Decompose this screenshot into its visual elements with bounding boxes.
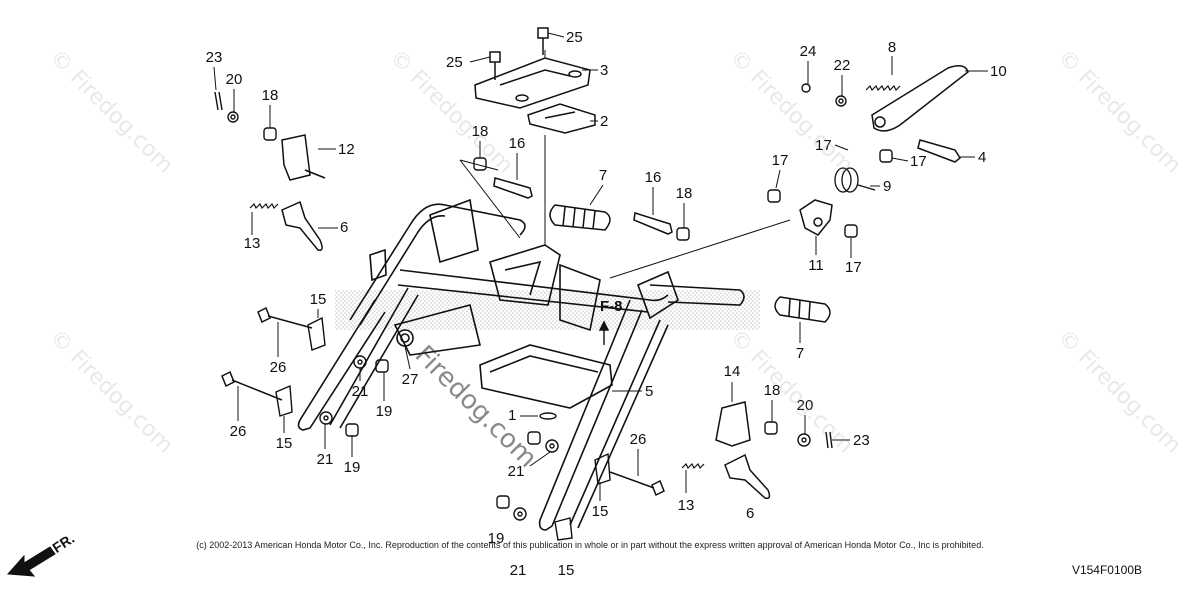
callout-c18c: 18 — [676, 185, 693, 202]
leader-c23a — [213, 66, 217, 91]
callout-c13b: 13 — [678, 497, 695, 514]
callout-labels: 1234566778910111213131415151515161617171… — [206, 29, 1007, 579]
callout-c26b: 26 — [230, 423, 247, 440]
callout-c17a: 17 — [772, 152, 789, 169]
callout-c15b: 15 — [276, 435, 293, 452]
callout-c19c: 19 — [488, 530, 505, 547]
callout-c22: 22 — [834, 57, 851, 74]
callout-c21b: 21 — [317, 451, 334, 468]
figure-code: V154F0100B — [1071, 563, 1142, 577]
callout-c17c: 17 — [910, 153, 927, 170]
spring-9 — [834, 167, 876, 193]
callout-c23a: 23 — [206, 49, 223, 66]
callout-c25b: 25 — [446, 54, 463, 71]
leader-c17b — [834, 144, 849, 151]
callout-c11: 11 — [808, 257, 824, 274]
section-arrow — [598, 320, 610, 345]
copyright-notice: (c) 2002-2013 American Honda Motor Co., … — [196, 540, 984, 550]
callout-c17d: 17 — [845, 259, 862, 276]
callout-c15a: 15 — [310, 291, 327, 308]
bracket-14 — [715, 401, 751, 447]
callout-c25a: 25 — [566, 29, 583, 46]
lever-10 — [871, 65, 969, 132]
callout-c3: 3 — [600, 62, 608, 79]
callout-c1: 1 — [508, 407, 516, 424]
leader-c17c — [891, 157, 909, 162]
callout-c12: 12 — [338, 141, 355, 158]
grip-7-left — [549, 204, 611, 231]
callout-c26c: 26 — [630, 431, 647, 448]
hardware-washers-nuts — [214, 83, 893, 521]
reference-lines — [459, 50, 791, 279]
callout-c26a: 26 — [270, 359, 287, 376]
callout-c9: 9 — [883, 178, 891, 195]
spring-13 — [249, 202, 705, 470]
callout-c21a: 21 — [352, 383, 369, 400]
bolt-26 — [221, 306, 665, 497]
callout-c14: 14 — [724, 363, 741, 380]
pin-4 — [917, 139, 961, 163]
callout-c18d: 18 — [764, 382, 781, 399]
callout-c27: 27 — [402, 371, 419, 388]
callout-c21c: 21 — [508, 463, 525, 480]
callout-c21d: 21 — [510, 562, 527, 579]
callout-c20b: 20 — [797, 397, 814, 414]
callout-c23b: 23 — [853, 432, 870, 449]
callout-c16b: 16 — [645, 169, 662, 186]
callout-c17b: 17 — [815, 137, 832, 154]
callout-c2: 2 — [600, 113, 608, 130]
leader-c17a — [775, 169, 781, 189]
callout-c6a: 6 — [340, 219, 348, 236]
callout-c18a: 18 — [262, 87, 279, 104]
leader-c21c — [529, 451, 551, 467]
bolt-16 — [493, 177, 673, 235]
callout-c8: 8 — [888, 39, 896, 56]
lever-11 — [799, 199, 833, 236]
callout-leaders — [213, 32, 988, 501]
bracket-12 — [281, 134, 326, 181]
callout-c15c: 15 — [592, 503, 609, 520]
callout-c19a: 19 — [376, 403, 393, 420]
callout-c4: 4 — [978, 149, 986, 166]
callout-c15d: 15 — [558, 562, 575, 579]
callout-c5: 5 — [645, 383, 653, 400]
leader-c25b — [469, 56, 491, 63]
callout-c19b: 19 — [344, 459, 361, 476]
lever-6-left — [281, 200, 323, 252]
leader-c7a — [589, 184, 604, 206]
callout-c6b: 6 — [746, 505, 754, 522]
callout-c20a: 20 — [226, 71, 243, 88]
callout-c10: 10 — [990, 63, 1007, 80]
callout-c7a: 7 — [599, 167, 607, 184]
front-arrow-icon — [6, 546, 56, 577]
callout-c18b: 18 — [472, 123, 489, 140]
leader-c27 — [404, 345, 411, 370]
callout-c7b: 7 — [796, 345, 804, 362]
callout-c24: 24 — [800, 43, 817, 60]
callout-c13a: 13 — [244, 235, 261, 252]
spring-8 — [865, 84, 901, 92]
plate-2 — [527, 103, 596, 134]
section-label: F-8 — [600, 298, 623, 315]
leader-c25a — [547, 32, 565, 38]
callout-c16a: 16 — [509, 135, 526, 152]
grip-7-right — [774, 296, 831, 323]
lever-6-right — [724, 453, 771, 500]
plate-3 — [474, 57, 591, 109]
bracket-15 — [275, 316, 611, 541]
